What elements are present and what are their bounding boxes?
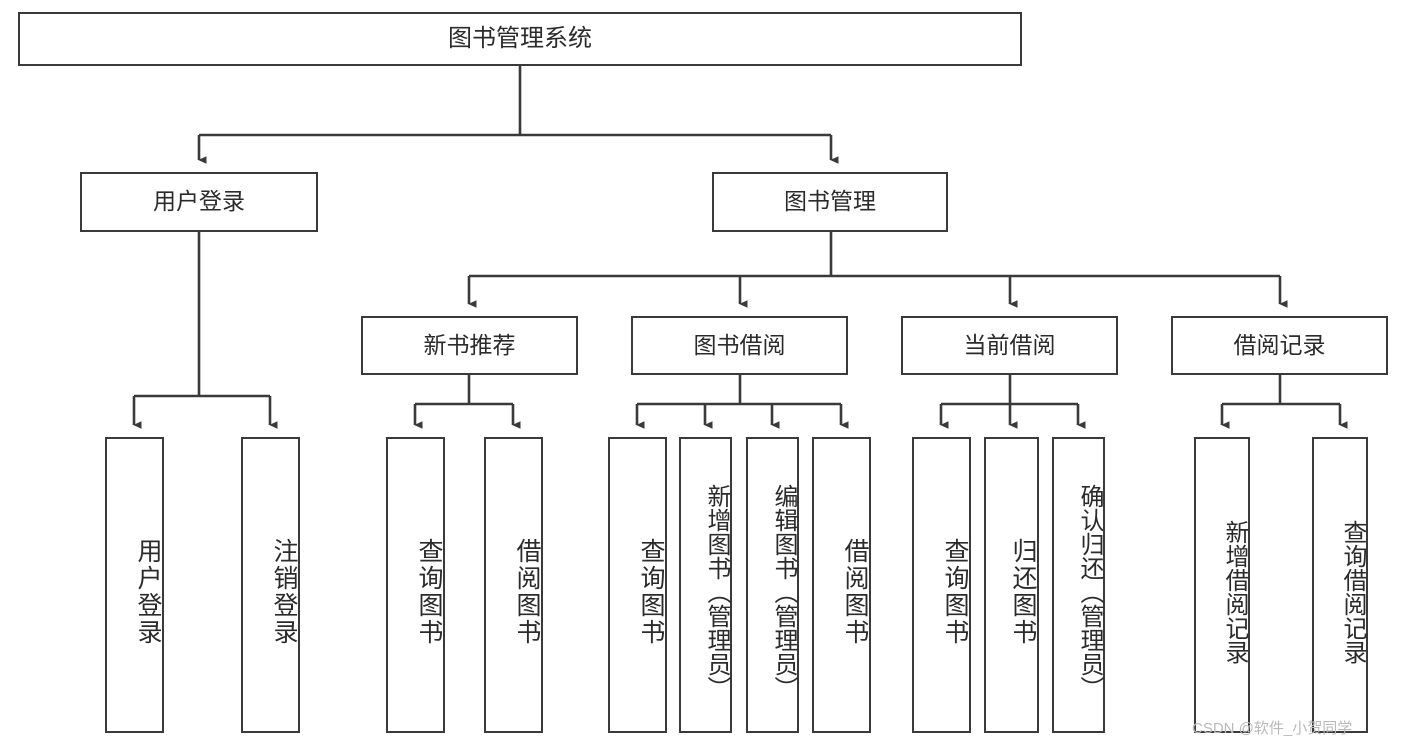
node-root-system[interactable]: 图书管理系统 [18, 12, 1022, 66]
csdn-watermark: CSDN @软件_小贺同学 [1192, 720, 1353, 737]
node-user-login[interactable]: 用户登录 [80, 172, 318, 232]
leaf-query-book-borrow[interactable]: 查询图书 [608, 437, 667, 733]
node-book-borrow[interactable]: 图书借阅 [631, 316, 848, 375]
node-current-borrow[interactable]: 当前借阅 [901, 316, 1118, 375]
leaf-query-book-recommend[interactable]: 查询图书 [386, 437, 445, 733]
node-borrow-record[interactable]: 借阅记录 [1171, 316, 1388, 375]
leaf-query-book-current[interactable]: 查询图书 [912, 437, 971, 733]
leaf-query-borrow-record[interactable]: 查询借阅记录 [1312, 437, 1368, 733]
node-new-book-recommend[interactable]: 新书推荐 [361, 316, 578, 375]
leaf-borrow-book-borrow[interactable]: 借阅图书 [812, 437, 871, 733]
leaf-user-login[interactable]: 用户登录 [105, 437, 164, 733]
node-book-management[interactable]: 图书管理 [712, 172, 948, 232]
leaf-user-logout[interactable]: 注销登录 [241, 437, 300, 733]
leaf-edit-book-admin[interactable]: 编辑图书（管理员） [746, 437, 799, 733]
leaf-add-borrow-record[interactable]: 新增借阅记录 [1194, 437, 1250, 733]
leaf-return-book[interactable]: 归还图书 [984, 437, 1039, 733]
leaf-add-book-admin[interactable]: 新增图书（管理员） [679, 437, 732, 733]
leaf-borrow-book-recommend[interactable]: 借阅图书 [484, 437, 543, 733]
leaf-confirm-return-admin[interactable]: 确认归还（管理员） [1052, 437, 1105, 733]
